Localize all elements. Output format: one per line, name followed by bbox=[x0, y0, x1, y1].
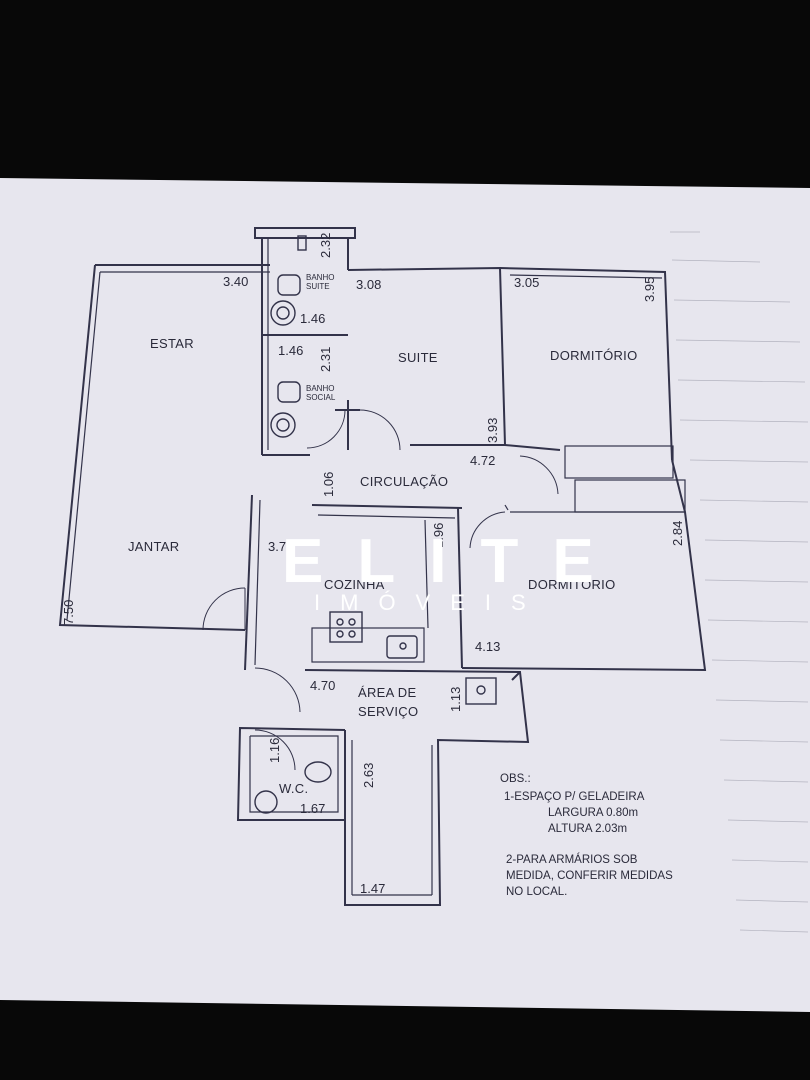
dim-lower-height: 2.63 bbox=[361, 763, 376, 788]
walls bbox=[58, 227, 707, 906]
room-suite: SUITE bbox=[398, 350, 438, 365]
dim-banho-social-height: 2.31 bbox=[318, 347, 333, 372]
dim-jantar-width: 3.70 bbox=[268, 539, 293, 554]
dim-banho-suite-width: 1.46 bbox=[300, 311, 325, 326]
dim-wc-height: 1.16 bbox=[267, 738, 282, 763]
room-banho-suite-line2: SUITE bbox=[306, 282, 330, 291]
watermark-subtitle: IMÓVEIS bbox=[314, 590, 546, 615]
room-area-servico-line1: ÁREA DE bbox=[358, 685, 416, 700]
dim-lower-width: 1.47 bbox=[360, 881, 385, 896]
notes-block: OBS.: 1-ESPAÇO P/ GELADEIRA LARGURA 0.80… bbox=[500, 773, 673, 898]
dim-dorm2-width: 4.13 bbox=[475, 639, 500, 654]
notes-title: OBS.: bbox=[500, 773, 531, 785]
notes-line-2: LARGURA 0.80m bbox=[548, 807, 638, 819]
room-wc: W.C. bbox=[279, 781, 308, 796]
notes-line-5: MEDIDA, CONFERIR MEDIDAS bbox=[506, 870, 673, 882]
room-banho-suite-line1: BANHO bbox=[306, 273, 334, 282]
fixtures bbox=[254, 235, 497, 814]
dim-dorm1-height: 3.95 bbox=[642, 277, 657, 302]
dim-estar-width: 3.40 bbox=[223, 274, 248, 289]
room-dormitorio-2: DORMITÓRIO bbox=[528, 577, 616, 592]
dim-banho-top: 2.32 bbox=[318, 233, 333, 258]
notes-line-4: 2-PARA ARMÁRIOS SOB bbox=[506, 853, 638, 866]
room-circulacao: CIRCULAÇÃO bbox=[360, 474, 448, 489]
room-cozinha: COZINHA bbox=[324, 577, 385, 592]
watermark-brand: ELITE bbox=[282, 527, 628, 596]
notes-line-3: ALTURA 2.03m bbox=[548, 823, 627, 835]
dim-servico-width: 4.70 bbox=[310, 678, 335, 693]
dim-banho-social-width: 1.46 bbox=[278, 343, 303, 358]
dim-circulacao-height: 1.06 bbox=[321, 472, 336, 497]
dim-circulacao-width: 4.72 bbox=[470, 453, 495, 468]
room-dormitorio-1: DORMITÓRIO bbox=[550, 348, 638, 363]
doors bbox=[202, 409, 559, 771]
dim-suite-width: 3.08 bbox=[356, 277, 381, 292]
dim-cozinha-height: 1.96 bbox=[431, 523, 446, 548]
room-banho-social-line2: SOCIAL bbox=[306, 393, 336, 402]
notes-line-1: 1-ESPAÇO P/ GELADEIRA bbox=[504, 791, 645, 803]
dim-dorm2-height: 2.84 bbox=[670, 521, 685, 546]
elite-imoveis-watermark: ELITE IMÓVEIS bbox=[282, 527, 628, 615]
dim-suite-height: 3.93 bbox=[485, 418, 500, 443]
room-estar: ESTAR bbox=[150, 336, 194, 351]
notes-line-6: NO LOCAL. bbox=[506, 886, 567, 898]
paper-sheet bbox=[0, 178, 810, 1012]
room-banho-social-line1: BANHO bbox=[306, 384, 334, 393]
dim-estar-height: 7.50 bbox=[61, 600, 76, 625]
dim-dorm1-width: 3.05 bbox=[514, 275, 539, 290]
dim-servico-height: 1.13 bbox=[448, 687, 463, 712]
room-jantar: JANTAR bbox=[128, 539, 179, 554]
hatched-margin bbox=[670, 231, 809, 933]
room-area-servico-line2: SERVIÇO bbox=[358, 704, 418, 719]
dim-wc-width: 1.67 bbox=[300, 801, 325, 816]
